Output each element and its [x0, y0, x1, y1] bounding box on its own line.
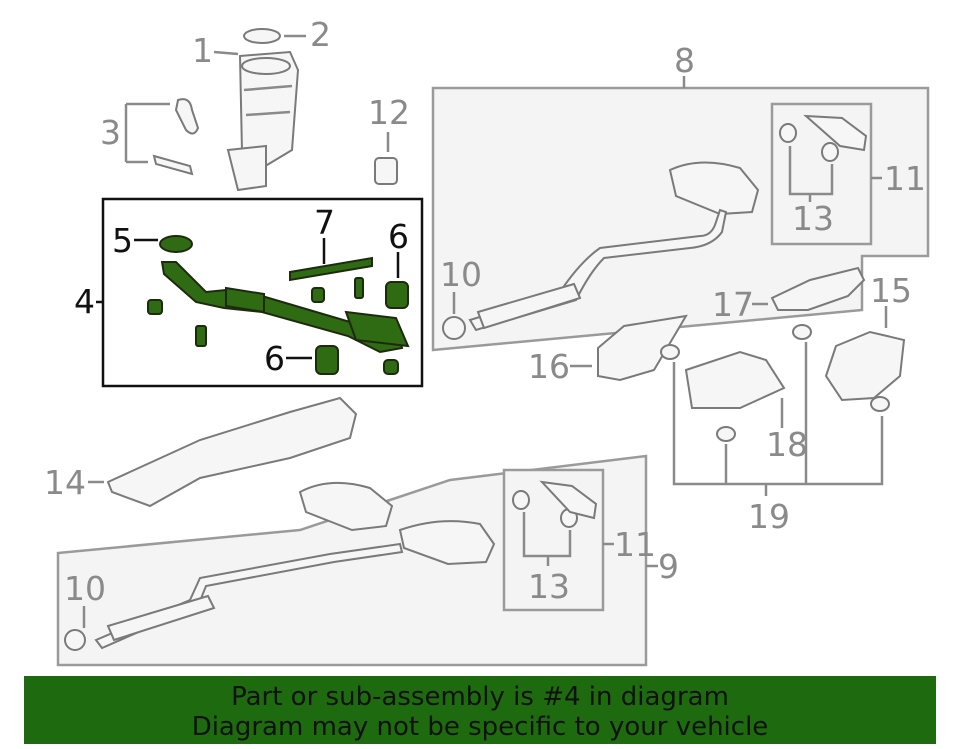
heat-shield-16-part: [597, 314, 688, 382]
assembly-9-box: [56, 454, 648, 667]
callout-4: 4: [74, 282, 95, 321]
banner-line-part-number: Part or sub-assembly is #4 in diagram: [231, 682, 729, 712]
bracket-lower-part: [152, 154, 194, 176]
leader-13b: [522, 512, 572, 566]
nut-19-a: [660, 344, 680, 360]
callout-13-lower: 13: [528, 567, 570, 606]
callout-16: 16: [528, 347, 570, 386]
hanger-11-lower: [539, 480, 598, 520]
callout-1: 1: [192, 31, 213, 70]
muffler-8-part: [442, 161, 760, 340]
assembly-4-box: [101, 197, 424, 388]
callout-12: 12: [368, 93, 410, 132]
heat-shield-14-part: [106, 396, 358, 508]
callout-6-upper: 6: [388, 217, 409, 256]
heat-shield-15-part: [824, 330, 906, 402]
diagram-note-banner: Part or sub-assembly is #4 in diagram Di…: [24, 676, 936, 744]
callout-7: 7: [314, 203, 335, 242]
nut-19-c: [716, 426, 736, 442]
callout-6-lower: 6: [264, 339, 285, 378]
callout-3: 3: [100, 113, 121, 152]
callout-14: 14: [44, 463, 86, 502]
heat-shield-18-part: [684, 350, 786, 409]
leader-19: [672, 342, 884, 496]
hardware-11-box-lower: [502, 468, 605, 612]
leader-13a: [788, 146, 834, 202]
callout-18: 18: [766, 425, 808, 464]
callout-17: 17: [712, 285, 754, 324]
exhaust-system-illustration: 1 2 3 4 5 6 6 7 8 9 10 10 11 11 12 13 13…: [44, 15, 930, 667]
heat-shield-17-part: [770, 266, 866, 311]
callout-5: 5: [112, 221, 133, 260]
callout-15: 15: [870, 271, 912, 310]
exhaust-pipe-assembly-part: [147, 235, 410, 375]
isolator-13-lower-a: [512, 490, 530, 510]
callout-13-upper: 13: [792, 199, 834, 238]
nut-19-b: [792, 324, 812, 340]
leader-3: [124, 102, 170, 164]
isolator-13-upper-a: [779, 123, 797, 143]
leader-1: [213, 50, 239, 56]
hanger-12-part: [374, 157, 398, 185]
callout-9: 9: [658, 547, 679, 586]
callout-8: 8: [674, 41, 695, 80]
nut-19-d: [870, 396, 890, 412]
callout-10-upper: 10: [440, 255, 482, 294]
catalytic-converter-part: [226, 50, 300, 192]
callout-11-upper: 11: [884, 159, 926, 198]
callout-11-lower: 11: [614, 525, 656, 564]
callout-2: 2: [310, 15, 331, 54]
hanger-11-upper: [803, 114, 868, 152]
gasket-part: [243, 28, 281, 44]
callout-10-lower: 10: [64, 569, 106, 608]
muffler-9-part: [64, 481, 496, 651]
banner-line-disclaimer: Diagram may not be specific to your vehi…: [191, 712, 769, 742]
callout-19: 19: [748, 497, 790, 536]
bracket-upper-part: [174, 98, 200, 135]
isolator-13-upper-b: [821, 142, 839, 162]
